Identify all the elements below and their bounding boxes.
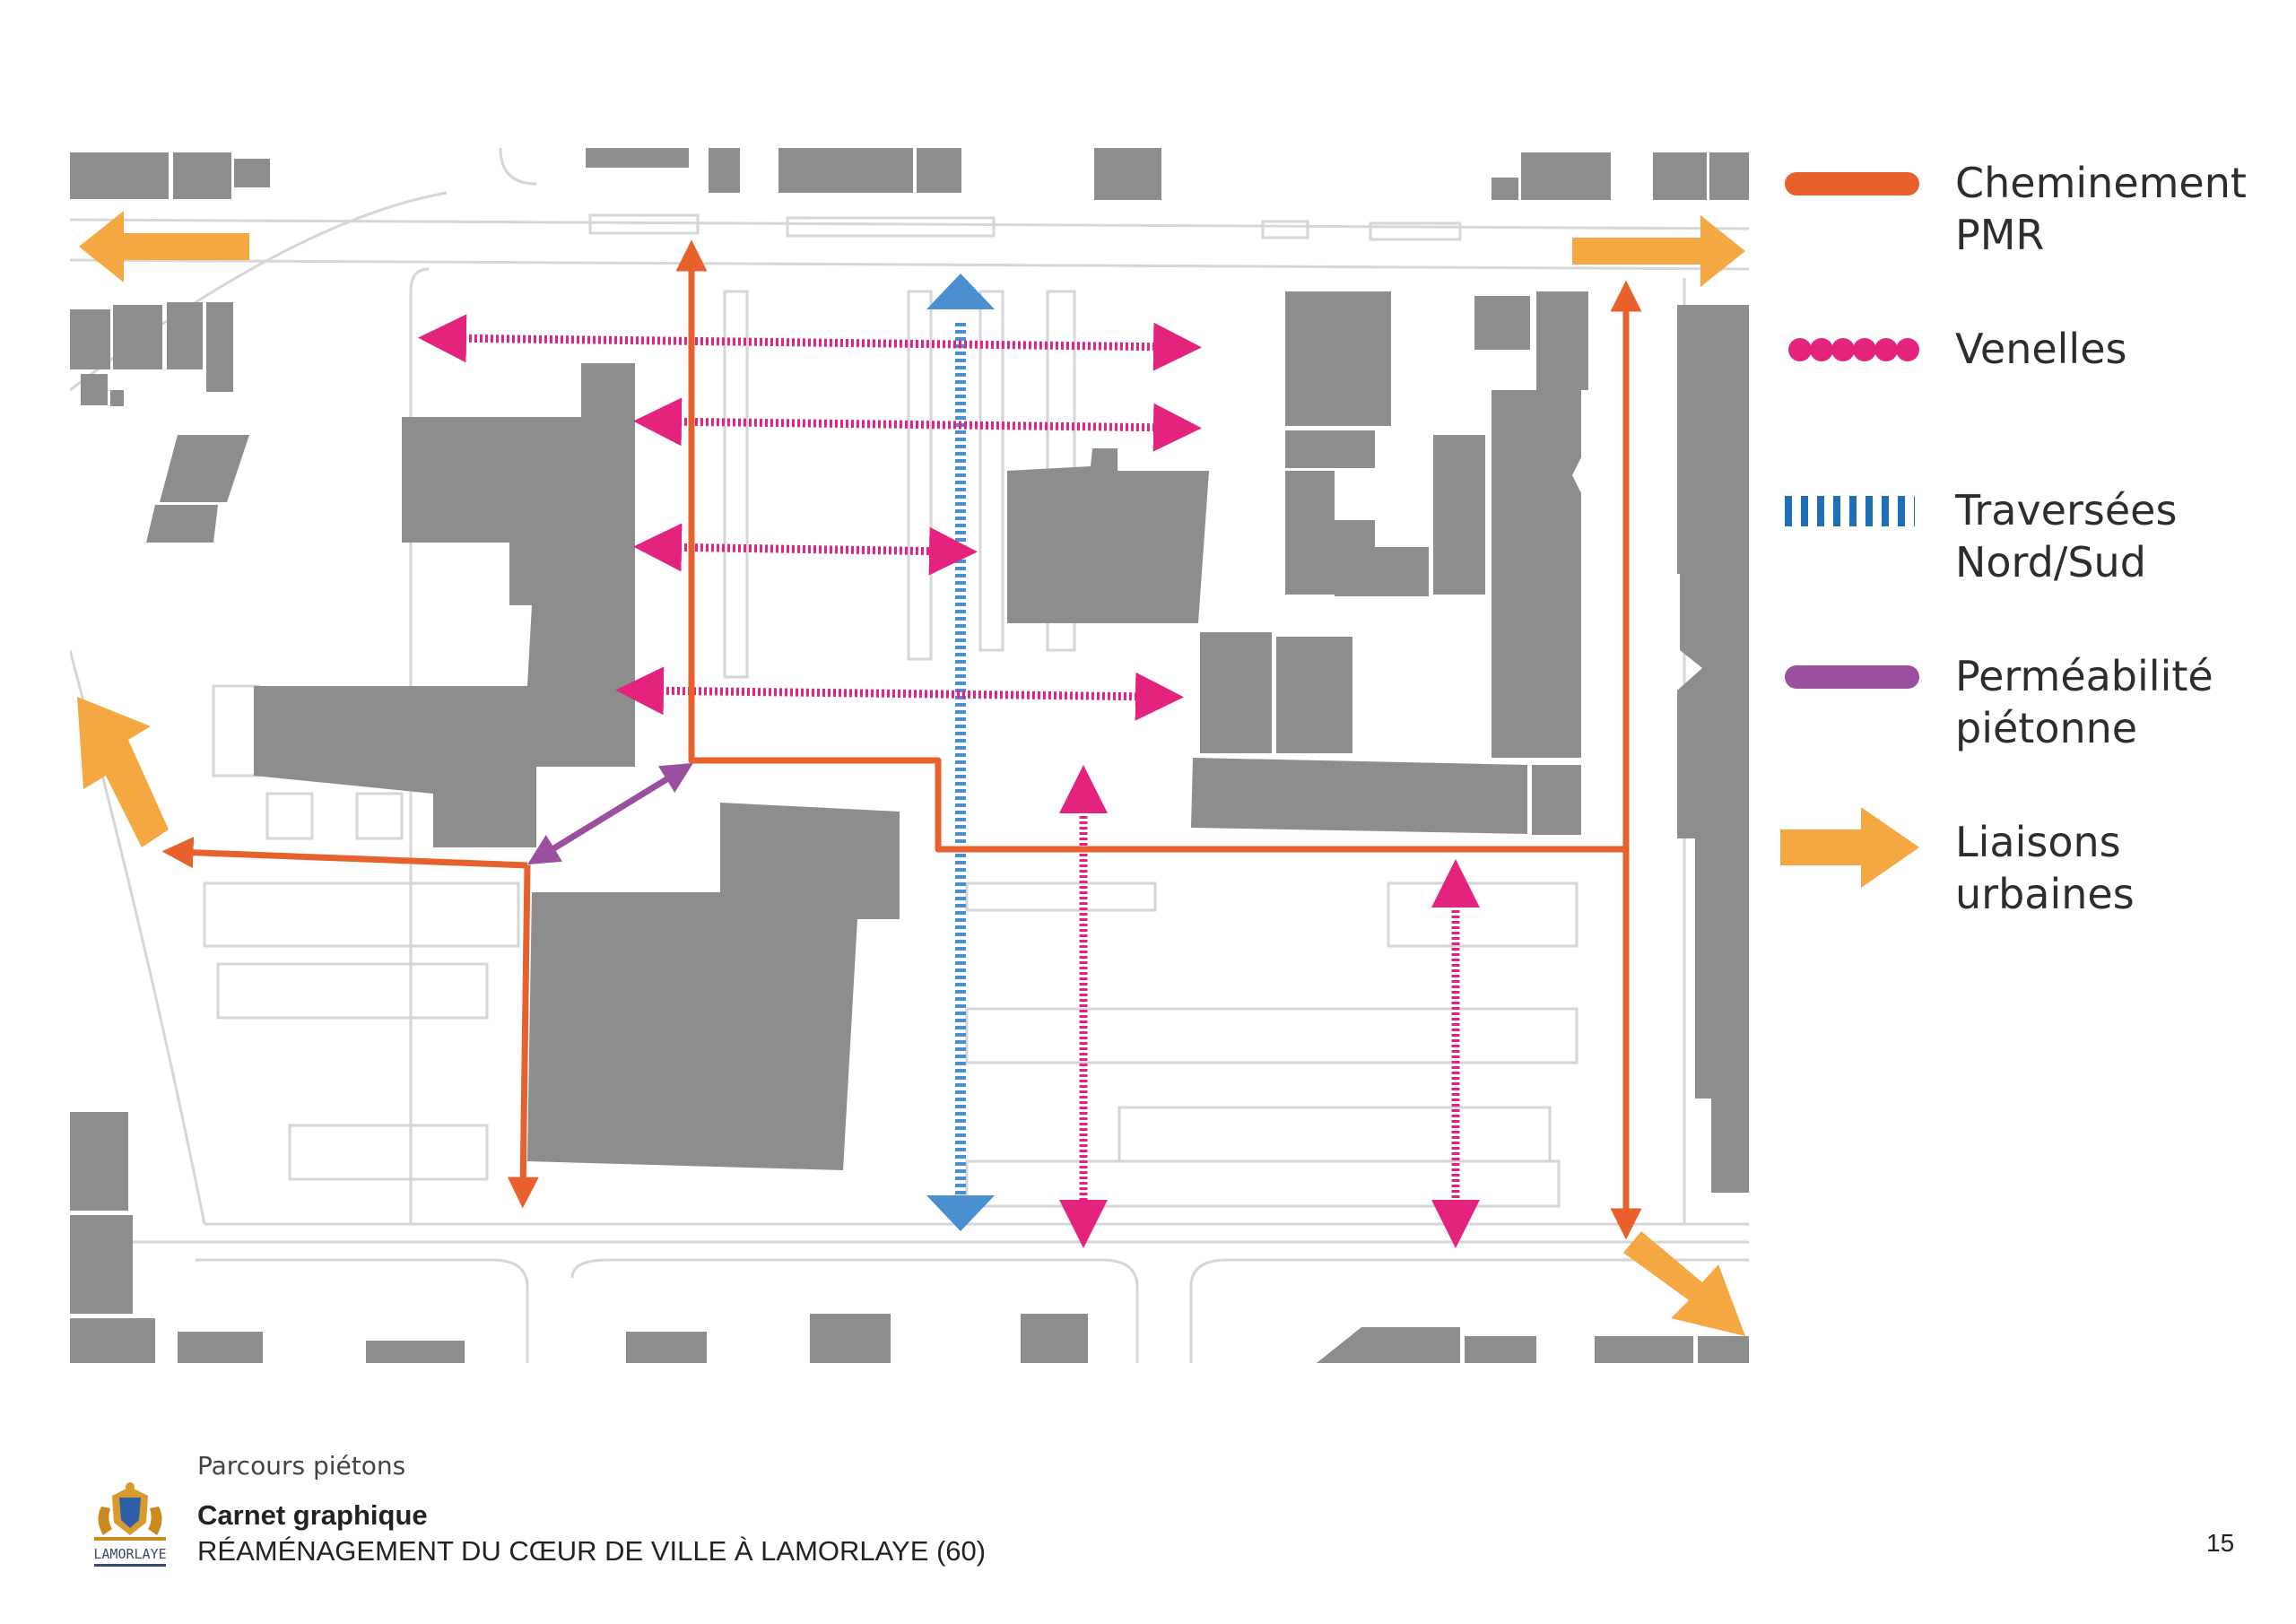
liaison-arrow-northwest (77, 697, 169, 847)
liaison-arrow-west (79, 211, 249, 282)
logo-text: LAMORLAYE (93, 1546, 166, 1562)
lamorlaye-logo: LAMORLAYE (93, 1482, 167, 1567)
legend-label-liaisons: Liaisons urbaines (1955, 818, 2135, 918)
permeabilite-pietonne (527, 762, 693, 865)
legend-swatch-dashed-blue (1785, 496, 1915, 526)
legend-label-venelles: Venelles (1955, 325, 2127, 373)
page-number: 15 (2206, 1529, 2235, 1557)
cheminement-pmr (161, 239, 1642, 1240)
legend-swatch-solid-purple (1785, 665, 1919, 689)
document-subtitle: RÉAMÉNAGEMENT DU CŒUR DE VILLE À LAMORLA… (197, 1535, 987, 1567)
buildings (70, 148, 1749, 1363)
legend-swatch-solid-orange (1785, 172, 1919, 195)
legend-label-cheminement: Cheminement PMR (1955, 159, 2247, 259)
venelles (418, 314, 1480, 1248)
legend-label-permeabilite: Perméabilité piétonne (1955, 652, 2213, 752)
legend-swatch-dotted-pink (1788, 338, 1919, 361)
document-title: Carnet graphique (197, 1499, 428, 1531)
traversee-arrow-north (926, 274, 995, 309)
legend-label-traversees: Traversées Nord/Sud (1955, 486, 2178, 586)
liaison-arrow-southeast (1623, 1231, 1745, 1336)
traversees-nord-sud (926, 274, 995, 1231)
pedestrian-map (70, 148, 1749, 1363)
legend-swatch-orange-arrow (1780, 807, 1919, 888)
liaisons-urbaines (77, 211, 1745, 1336)
liaison-arrow-east (1572, 215, 1745, 287)
map-legend: Cheminement PMR Venelles Traversées Nord… (1780, 148, 2283, 955)
traversee-arrow-south (926, 1195, 995, 1231)
figure-caption: Parcours piétons (197, 1451, 406, 1481)
